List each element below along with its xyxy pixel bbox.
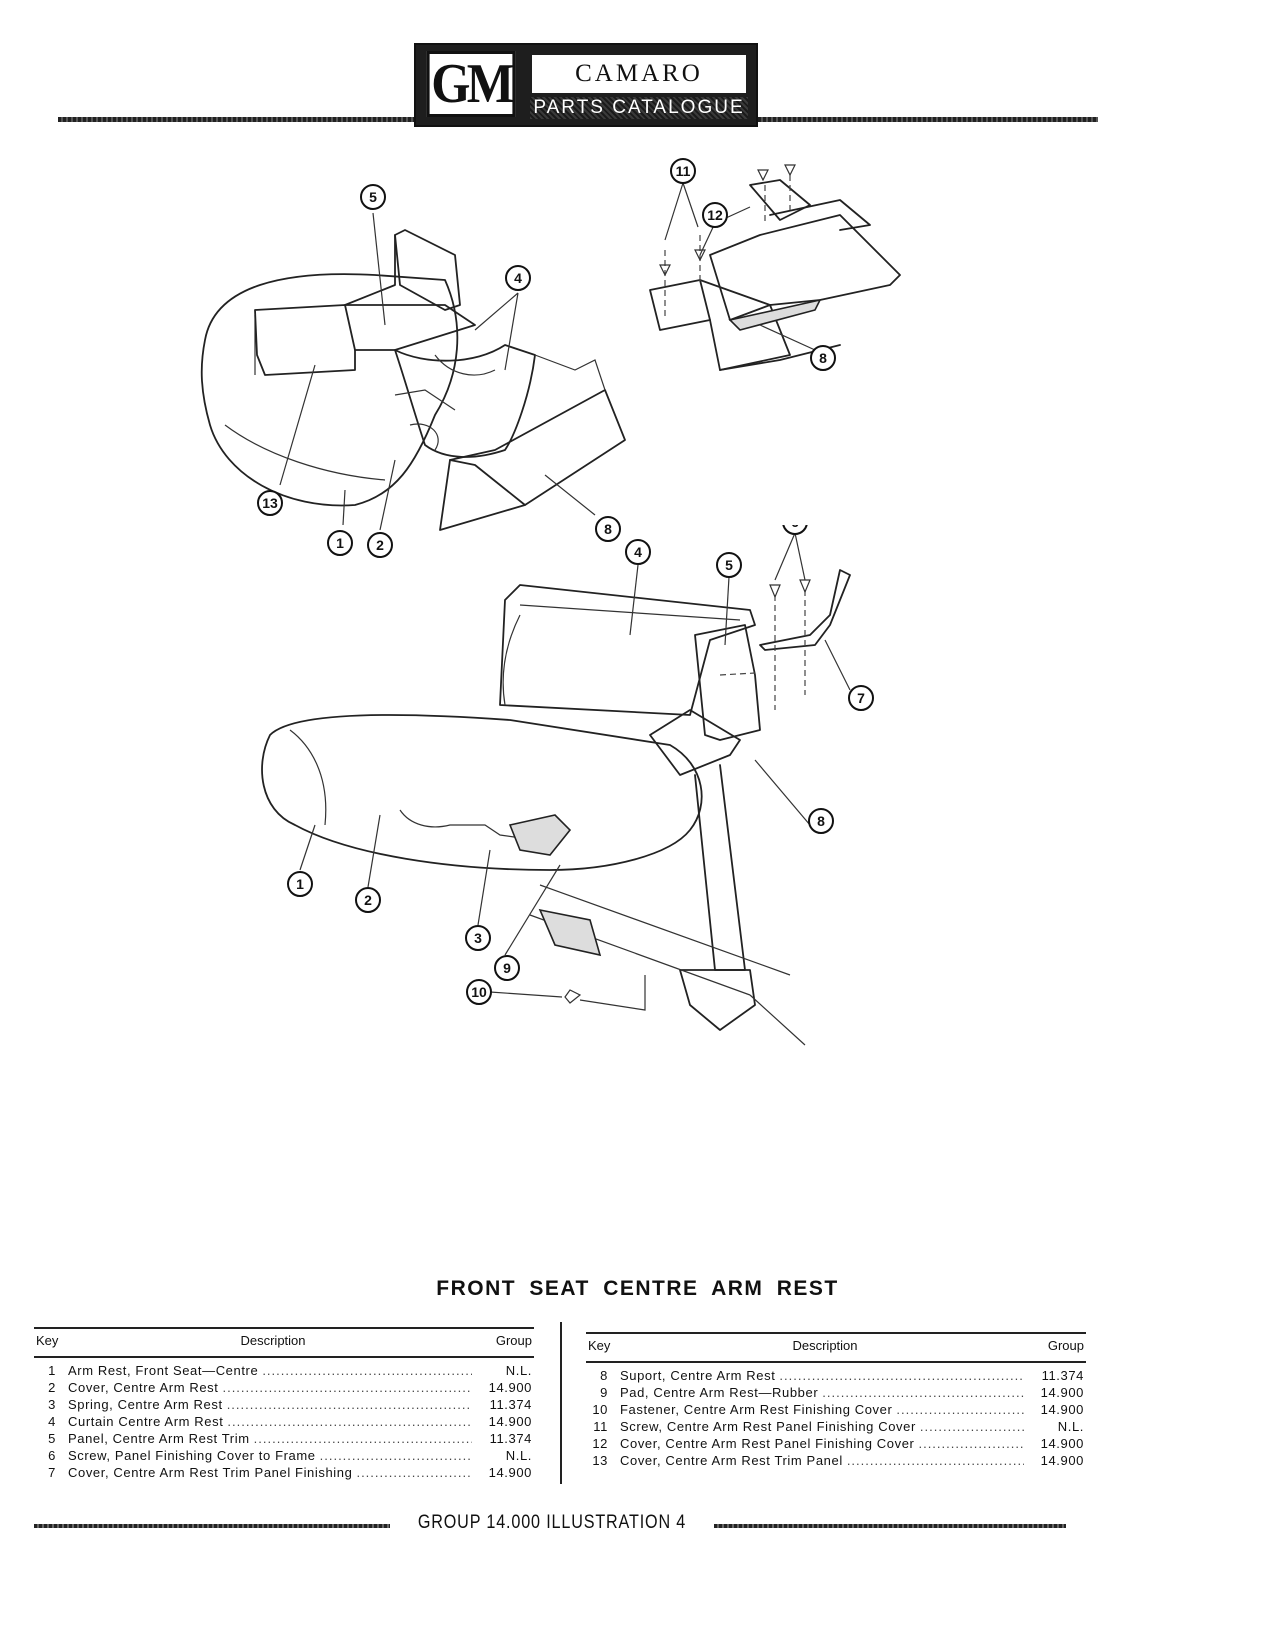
callout-5-lower: 5	[716, 552, 742, 578]
brand-subtitle: PARTS CATALOGUE	[530, 97, 748, 119]
page-title: FRONT SEAT CENTRE ARM REST	[436, 1277, 839, 1300]
svg-text:11: 11	[676, 163, 691, 179]
callout-10: 10	[466, 979, 492, 1005]
callout-1-lower: 1	[287, 871, 313, 897]
svg-text:8: 8	[819, 350, 827, 366]
callout-4-lower: 4	[625, 539, 651, 565]
svg-text:3: 3	[474, 930, 482, 946]
svg-text:4: 4	[514, 270, 522, 286]
callout-3: 3	[465, 925, 491, 951]
svg-text:2: 2	[364, 892, 372, 908]
illustration-armrest-installed: 4 5 6 7 8 1 2 3 9 10	[261, 525, 874, 1046]
header-description: Description	[240, 1333, 306, 1348]
svg-text:1: 1	[336, 535, 344, 551]
svg-text:4: 4	[634, 544, 642, 560]
header-group: Group	[495, 1333, 532, 1348]
callout-6: 6	[782, 525, 808, 535]
callout-12: 12	[702, 202, 728, 228]
table-column-divider	[560, 1322, 562, 1484]
svg-text:5: 5	[725, 557, 733, 573]
callout-5-upper: 5	[360, 184, 386, 210]
svg-text:10: 10	[471, 984, 487, 1000]
table-header: Key Description Group	[586, 1332, 1086, 1363]
svg-text:9: 9	[503, 960, 511, 976]
svg-text:13: 13	[262, 495, 278, 511]
gm-logo-text: GM	[426, 51, 516, 117]
callout-7: 7	[848, 685, 874, 711]
svg-text:12: 12	[707, 207, 723, 223]
callout-4-upper: 4	[505, 265, 531, 291]
header-key: Key	[588, 1338, 611, 1353]
svg-text:7: 7	[857, 690, 865, 706]
svg-text:6: 6	[791, 525, 799, 530]
illustration-support-exploded: 11 12 8	[649, 158, 901, 371]
header-key: Key	[36, 1333, 59, 1348]
callout-8-lower: 8	[808, 808, 834, 834]
footer-group-illustration: GROUP 14.000 ILLUSTRATION 4	[417, 1512, 687, 1533]
footer-rule-left	[34, 1524, 390, 1528]
callout-8-upper-left: 8	[595, 516, 621, 542]
footer-rule-right	[714, 1524, 1066, 1528]
callout-1-upper: 1	[327, 530, 353, 556]
header-group: Group	[1047, 1338, 1084, 1353]
callout-2-lower: 2	[355, 887, 381, 913]
callout-11: 11	[670, 158, 696, 184]
callout-9: 9	[494, 955, 520, 981]
callout-2-upper: 2	[367, 532, 393, 558]
svg-text:1: 1	[296, 876, 304, 892]
svg-text:5: 5	[369, 189, 377, 205]
catalogue-logo: GM CAMARO PARTS CATALOGUE	[414, 43, 758, 127]
table-header: Key Description Group	[34, 1327, 534, 1358]
brand-title: CAMARO	[532, 55, 746, 93]
svg-text:8: 8	[604, 521, 612, 537]
header-description: Description	[792, 1338, 858, 1353]
svg-text:8: 8	[817, 813, 825, 829]
illustration-armrest-upper: 5 4 13 1 2 8	[200, 184, 626, 558]
callout-8-upper-right: 8	[810, 345, 836, 371]
callout-13: 13	[257, 490, 283, 516]
svg-text:2: 2	[376, 537, 384, 553]
